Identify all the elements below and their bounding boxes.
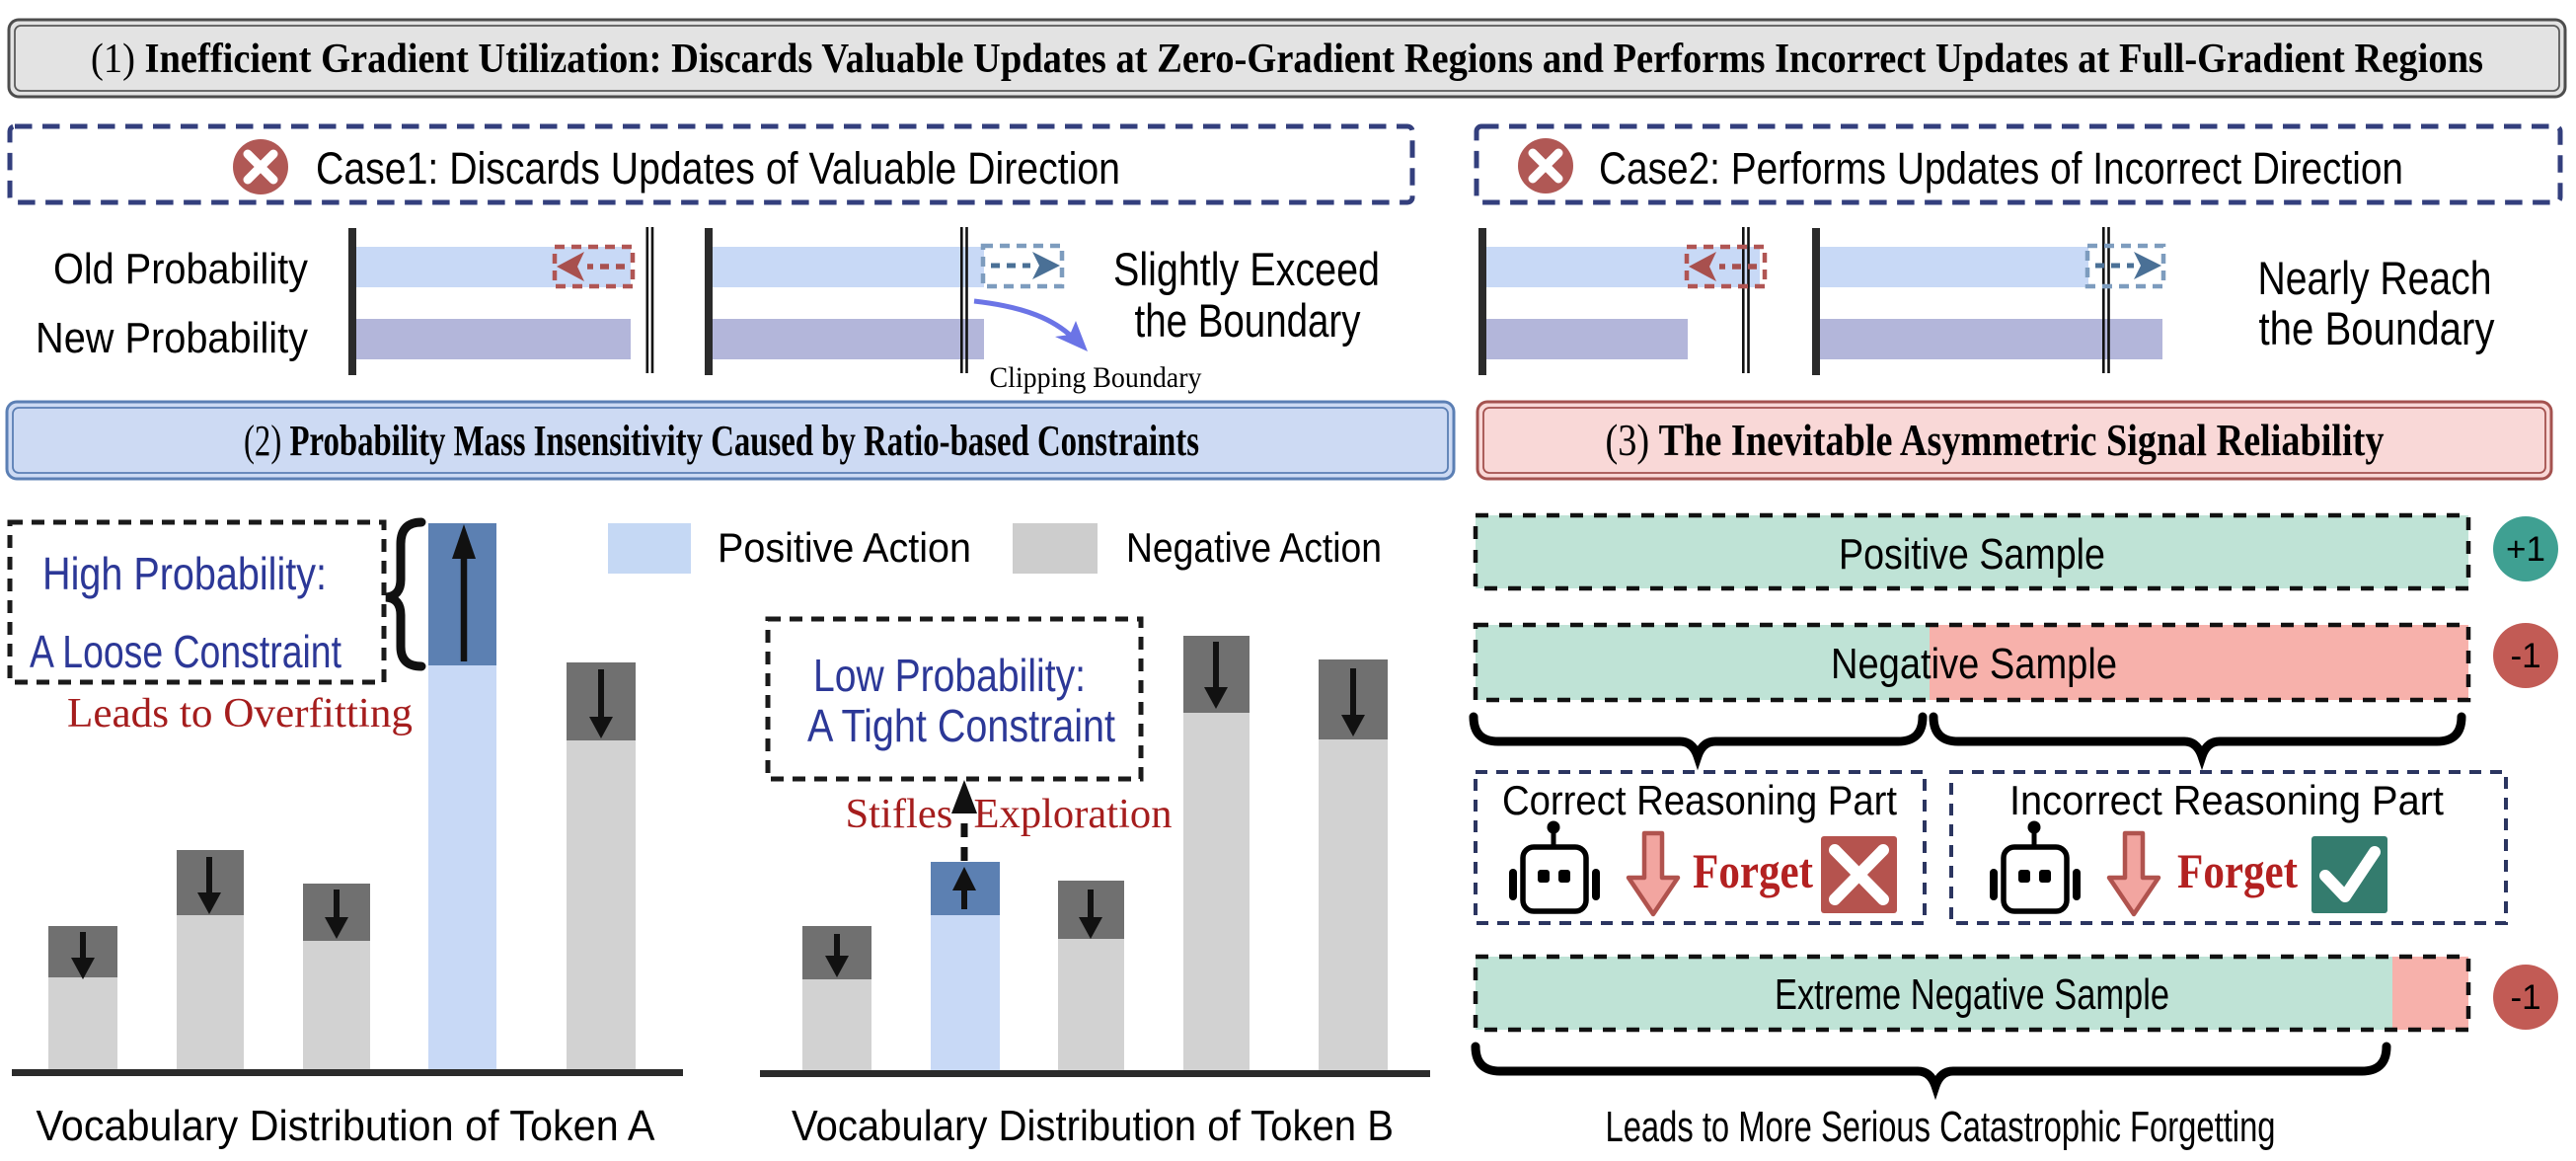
svg-text:Nearly Reach: Nearly Reach	[2258, 252, 2492, 304]
svg-text:Leads to Overfitting: Leads to Overfitting	[67, 691, 413, 736]
svg-text:Leads to More Serious Catastro: Leads to More Serious Catastrophic Forge…	[1606, 1103, 2276, 1151]
svg-text:(3) The Inevitable Asymmetric: (3) The Inevitable Asymmetric Signal Rel…	[1606, 416, 2385, 465]
svg-text:Forget: Forget	[2177, 843, 2298, 898]
svg-text:A Loose Constraint: A Loose Constraint	[30, 626, 341, 677]
svg-text:+1: +1	[2506, 530, 2545, 569]
svg-text:Case1: Discards Updates of Val: Case1: Discards Updates of Valuable Dire…	[316, 143, 1120, 194]
svg-text:Correct Reasoning Part: Correct Reasoning Part	[1502, 777, 1897, 823]
svg-text:Negative Sample: Negative Sample	[1831, 640, 2117, 688]
svg-text:Positive Sample: Positive Sample	[1839, 530, 2105, 579]
svg-text:Clipping Boundary: Clipping Boundary	[990, 361, 1202, 394]
svg-text:High Probability:: High Probability:	[42, 548, 327, 599]
svg-text:Slightly Exceed: Slightly Exceed	[1113, 243, 1380, 295]
svg-text:Negative Action: Negative Action	[1126, 524, 1382, 571]
svg-text:Vocabulary Distribution of Tok: Vocabulary Distribution of Token B	[792, 1102, 1394, 1150]
svg-text:-1: -1	[2510, 637, 2540, 675]
svg-text:Low Probability:: Low Probability:	[813, 650, 1086, 701]
svg-text:Extreme Negative Sample: Extreme Negative Sample	[1775, 970, 2169, 1019]
svg-text:(1) Inefficient Gradient Util: (1) Inefficient Gradient Utilization: Di…	[91, 37, 2483, 82]
svg-text:Forget: Forget	[1693, 843, 1813, 898]
svg-text:Stifles Exploration: Stifles Exploration	[846, 792, 1173, 837]
svg-text:A Tight Constraint: A Tight Constraint	[807, 700, 1115, 751]
svg-text:Incorrect Reasoning Part: Incorrect Reasoning Part	[2009, 777, 2444, 823]
svg-text:New Probability: New Probability	[36, 314, 308, 362]
svg-text:Case2: Performs Updates of Inc: Case2: Performs Updates of Incorrect Dir…	[1599, 143, 2403, 194]
svg-text:Old Probability: Old Probability	[53, 245, 308, 293]
svg-text:the Boundary: the Boundary	[2259, 302, 2495, 354]
svg-text:(2) Probability Mass Insensit: (2) Probability Mass Insensitivity Cause…	[244, 417, 1199, 465]
svg-text:Positive Action: Positive Action	[718, 524, 971, 571]
svg-text:the Boundary: the Boundary	[1135, 294, 1361, 347]
svg-text:-1: -1	[2510, 978, 2540, 1017]
svg-text:Vocabulary Distribution of Tok: Vocabulary Distribution of Token A	[37, 1102, 656, 1150]
